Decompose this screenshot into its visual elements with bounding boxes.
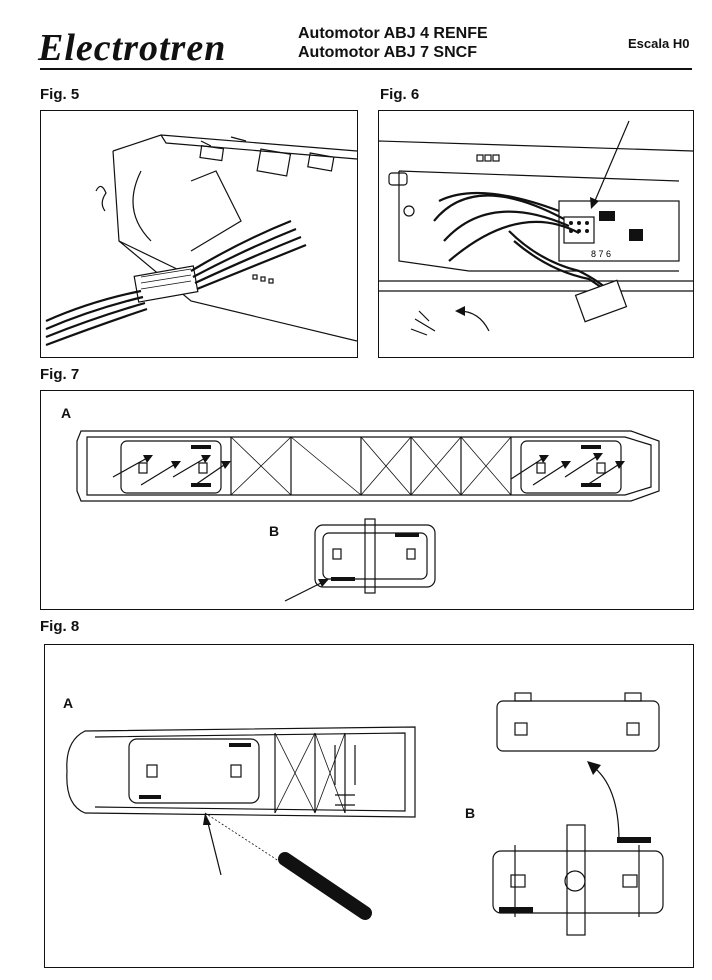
fig5-illustration <box>45 134 357 347</box>
fig5-panel <box>40 110 358 358</box>
fig8-part-a-label: A <box>63 695 74 711</box>
fig7-panel: A B <box>40 390 694 610</box>
fig7-illustration <box>76 430 660 602</box>
fig8-illustration <box>66 692 664 936</box>
title-line-2: Automotor ABJ 7 SNCF <box>298 44 477 61</box>
document-title: Automotor ABJ 4 RENFE Automotor ABJ 7 SN… <box>298 24 488 62</box>
fig7-part-a-label: A <box>61 405 72 421</box>
fig5-label: Fig. 5 <box>40 86 80 103</box>
fig8-label: Fig. 8 <box>40 618 80 635</box>
fig6-label: Fig. 6 <box>380 86 420 103</box>
fig7-label: Fig. 7 <box>40 366 80 383</box>
brand-logo: Electrotren <box>38 27 227 69</box>
decoder-pin-numbers: 8 7 6 <box>591 249 611 259</box>
fig8-panel: A B <box>44 644 694 968</box>
fig6-illustration: 8 7 6 <box>379 120 693 336</box>
header-rule <box>40 68 692 70</box>
fig7-part-b-label: B <box>269 523 280 539</box>
fig8-part-b-label: B <box>465 805 476 821</box>
title-line-1: Automotor ABJ 4 RENFE <box>298 25 488 42</box>
fig6-panel: 8 7 6 <box>378 110 694 358</box>
scale-label: Escala H0 <box>628 36 690 51</box>
